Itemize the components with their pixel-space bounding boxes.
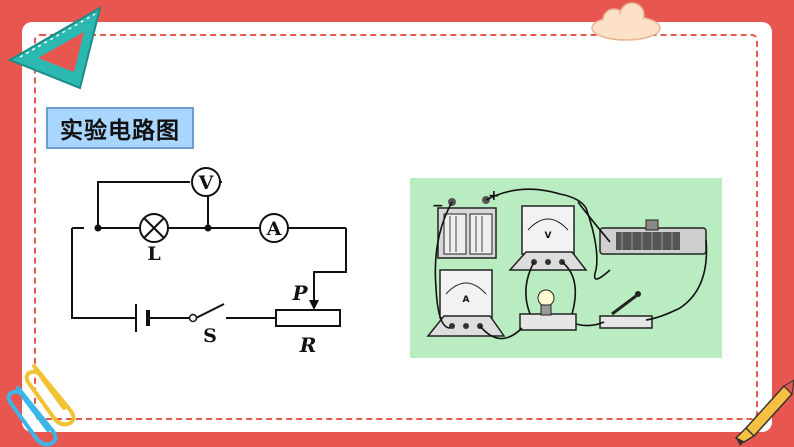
paperclip-icon [6,364,76,447]
battery-box [437,196,497,259]
lamp-label: L [147,243,160,265]
voltmeter-device [508,205,588,271]
circuit-diagram: V A L S P R [71,167,347,357]
junction-dot [204,224,212,232]
ammeter-letter: A [266,218,282,240]
cloud-icon [591,2,661,41]
ammeter-face-letter: A [463,295,470,305]
ammeter-symbol [259,213,289,243]
slider-arrow [309,300,319,310]
rheostat-label: R [299,333,317,357]
voltmeter-letter: V [198,172,215,194]
voltmeter-symbol [191,167,221,197]
apparatus-photo: − + V A [410,178,722,358]
junction-dot [94,224,102,232]
section-title: 实验电路图 [60,118,180,144]
slider-label: P [291,281,308,305]
lamp-holder-device [519,289,577,331]
voltmeter-face-letter: V [545,231,552,241]
pencil-icon [734,379,794,446]
dashed-border [34,34,758,420]
switch-label: S [203,325,217,347]
rheostat-device [599,219,707,255]
switch-pivot [188,313,198,323]
section-title-box: 实验电路图 [46,107,194,149]
battery-negative-label: − [432,198,444,214]
knife-switch-device [599,291,653,329]
set-square-icon [7,5,102,90]
apparatus-illustration: − + V A [426,188,708,340]
